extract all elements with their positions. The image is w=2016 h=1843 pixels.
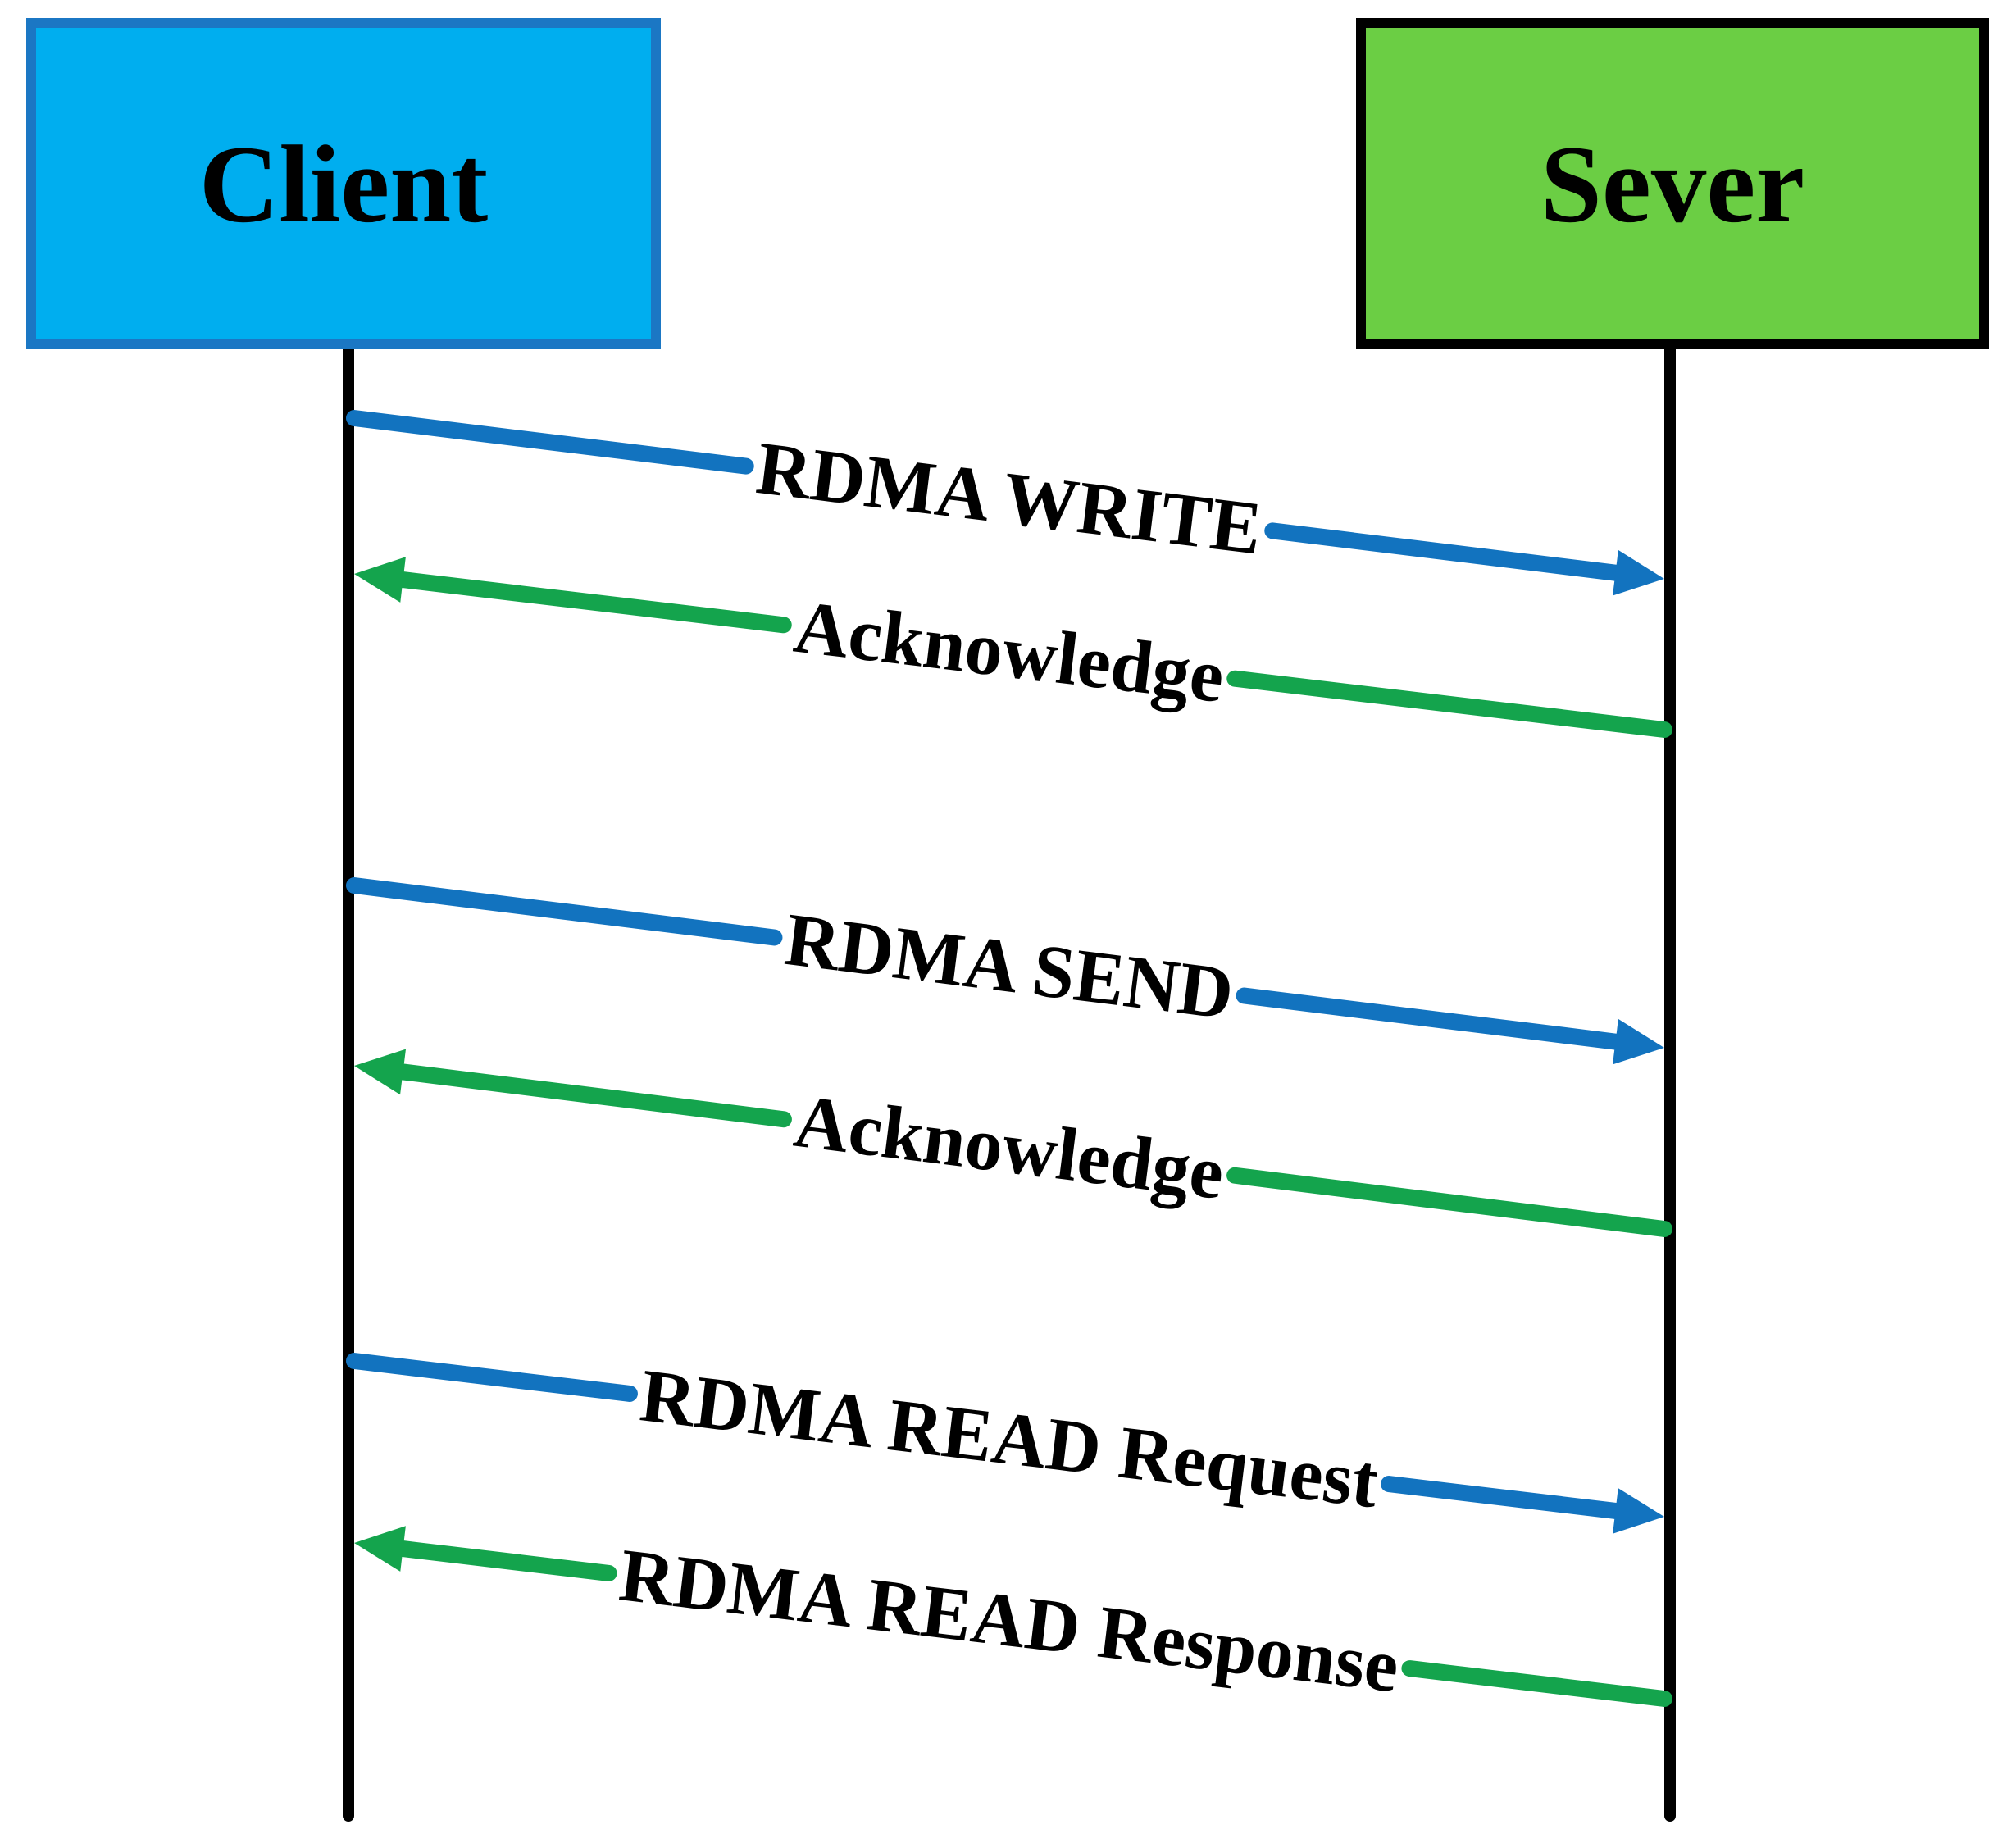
message-line-segment [1381,1476,1624,1519]
message-line-segment [394,571,792,634]
message-line-segment [1226,1167,1672,1237]
message-line-segment [1401,1660,1672,1707]
arrowhead-left-icon [354,1526,406,1572]
actor-box-client [26,18,661,349]
message-line-segment [394,1063,792,1128]
message-line-segment [1226,670,1672,738]
arrowhead-right-icon [1613,1018,1664,1065]
arrowhead-left-icon [354,1049,407,1095]
arrowhead-right-icon [1613,1488,1664,1534]
message-line-segment [346,410,754,475]
message-line-segment [1236,987,1624,1050]
arrowhead-right-icon [1613,549,1664,596]
arrowhead-left-icon [354,557,406,603]
message-line-segment [346,1353,638,1402]
message-line-segment [394,1540,617,1581]
message-line-segment [346,877,783,946]
message-line-segment [1264,522,1624,581]
actor-label-client: Client [199,124,489,246]
actor-label-server: Sever [1540,124,1804,246]
actor-box-server [1356,18,1989,349]
